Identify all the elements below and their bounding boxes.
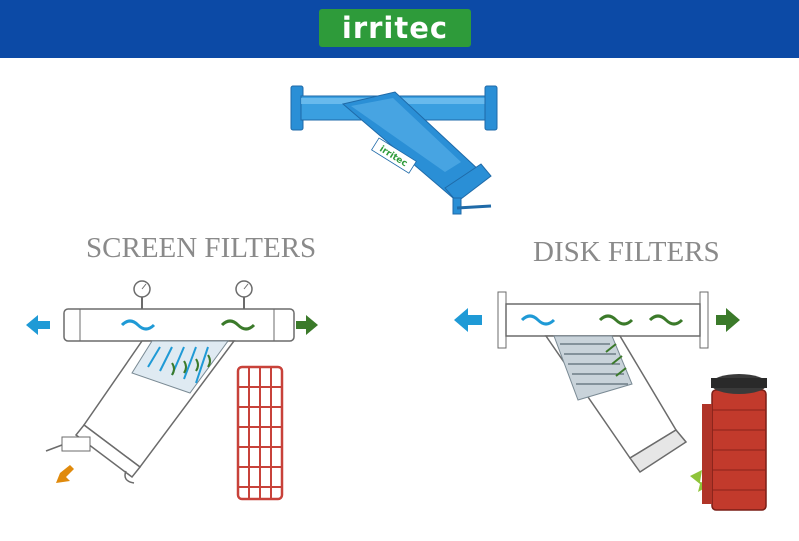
- disk-filters-title: DISK FILTERS: [533, 236, 720, 268]
- screen-cartridge: [236, 365, 284, 501]
- screen-filters-title: SCREEN FILTERS: [86, 232, 317, 264]
- inlet-arrow-icon: [296, 315, 318, 335]
- y-filter-product-image: irritec: [290, 85, 498, 215]
- screen-filter-diagram: [26, 280, 318, 501]
- pressure-gauge-icon: [133, 280, 151, 309]
- pressure-gauge-icon: [235, 280, 253, 309]
- drain-arrow-icon: [56, 465, 74, 483]
- disk-cartridge: [702, 374, 767, 511]
- disk-filter-diagram: [454, 291, 767, 511]
- inlet-arrow-icon: [716, 308, 740, 332]
- outlet-arrow-icon: [454, 308, 482, 332]
- logo-text: irritec: [341, 11, 449, 45]
- irritec-logo[interactable]: irritec: [319, 9, 471, 47]
- header-bar: irritec: [0, 0, 799, 58]
- outlet-arrow-icon: [26, 315, 50, 335]
